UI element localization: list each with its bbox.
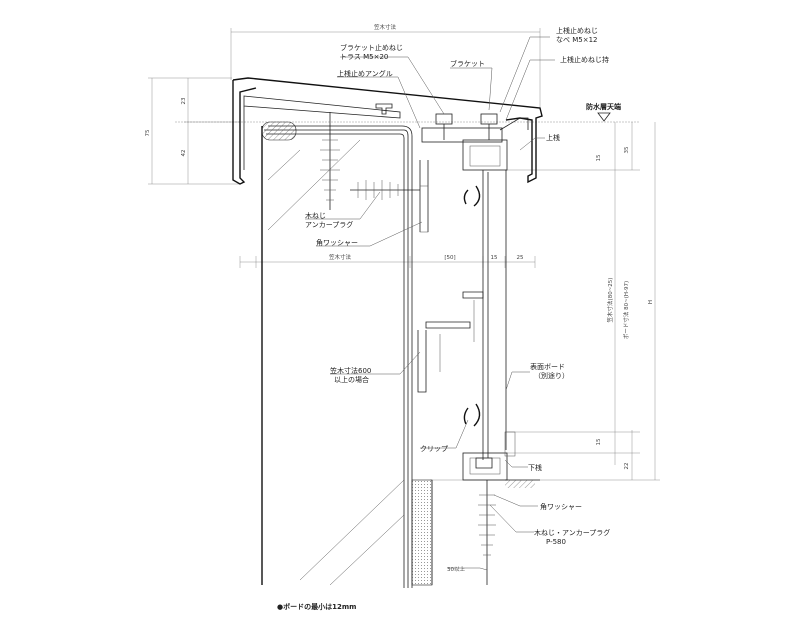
leader-lines <box>305 36 555 571</box>
top-width-dimension: 笠木寸法 <box>374 23 397 31</box>
coping-cap <box>232 77 543 185</box>
dim-25: 25 <box>517 255 524 261</box>
dim-board: ボード寸法 80~(H-97) <box>622 281 630 339</box>
label-lower-frame: 下桟 <box>528 463 542 472</box>
dim-42: 42 <box>181 150 187 157</box>
label-upper-frame-angle: 上桟止めアングル <box>337 69 393 78</box>
middle-dimensions: 笠木寸法 [50] 15 25 <box>239 253 536 268</box>
left-dimensions: 75 23 42 <box>145 77 240 185</box>
label-span-note-1: 笠木寸法600 <box>330 366 371 375</box>
dim-15a: 15 <box>596 154 602 161</box>
dim-35: 35 <box>624 146 630 153</box>
label-anchor-plug: アンカープラグ <box>305 220 353 229</box>
label-square-washer-bottom: 角ワッシャー <box>540 502 582 511</box>
clip-upper <box>463 185 481 207</box>
dim-H: H <box>648 300 654 304</box>
label-wood-screw: 木ねじ <box>305 211 326 220</box>
label-facing-board-1: 表面ボード <box>530 362 565 371</box>
waterproof-top-label: 防水層天端 <box>586 102 621 111</box>
label-span-note-2: 以上の場合 <box>334 375 369 384</box>
top-dimension: 笠木寸法 <box>230 23 541 110</box>
footnote: ●ボードの最小は12mm <box>277 602 356 611</box>
label-upper-frame: 上桟 <box>546 133 560 142</box>
clip-lower <box>463 403 481 427</box>
label-clip: クリップ <box>420 445 448 453</box>
right-dimensions: 35 15 15 22 笠木寸法(80~25) ボード寸法 80~(H-97) … <box>430 122 660 481</box>
lower-frame-assembly <box>462 431 516 481</box>
label-upper-frame-screw-seat: 上桟止めねじ持 <box>560 55 609 64</box>
anchor-upper <box>320 112 420 210</box>
dim-23: 23 <box>181 97 187 104</box>
label-anchor-spec: P-580 <box>546 538 566 546</box>
mid-brackets <box>417 291 484 393</box>
dim-mid-width: 笠木寸法 <box>329 253 352 261</box>
anchor-lower <box>478 480 496 585</box>
label-wood-screw-anchor: 木ねじ・アンカープラグ <box>534 528 610 537</box>
label-upper-frame-screw-spec: なべ M5×12 <box>556 36 598 44</box>
waterproof-level-marker <box>597 112 611 122</box>
wall-body <box>261 121 413 588</box>
label-bracket-screw-spec: トラス M5×20 <box>340 53 388 61</box>
label-bracket: ブラケット <box>450 59 485 68</box>
label-upper-frame-screw: 上桟止めねじ <box>556 26 598 35</box>
dim-50: [50] <box>444 255 455 261</box>
dim-15b: 15 <box>596 438 602 445</box>
dim-30-min: 30以上 <box>447 565 465 573</box>
upper-frame-assembly <box>419 113 529 460</box>
substrate <box>411 479 540 586</box>
dim-75: 75 <box>145 129 151 136</box>
label-facing-board-2: （別途り） <box>534 371 569 380</box>
dim-15: 15 <box>491 255 498 261</box>
dim-range: 笠木寸法(80~25) <box>606 278 614 323</box>
dim-22: 22 <box>624 463 630 470</box>
label-bracket-screw: ブラケット止めねじ <box>340 43 403 52</box>
label-square-washer-top: 角ワッシャー <box>316 238 358 247</box>
